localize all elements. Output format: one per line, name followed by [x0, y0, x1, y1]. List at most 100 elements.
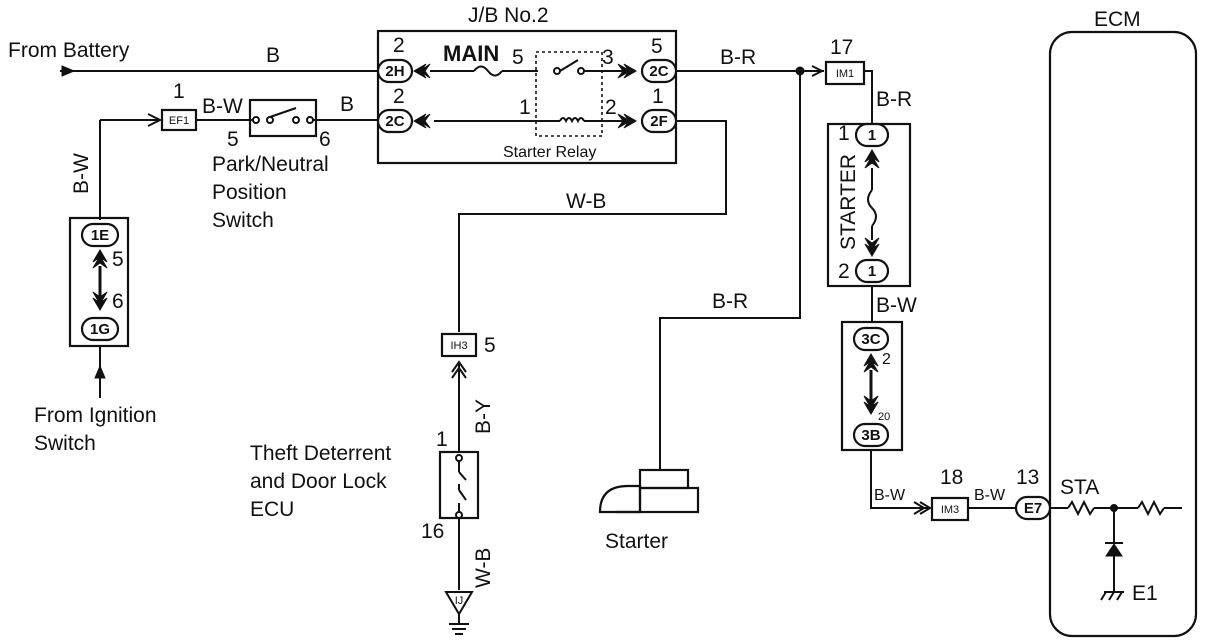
starter-motor-label: Starter: [605, 530, 668, 553]
terminal-2h-icon: [413, 63, 431, 79]
wire-label-br-2c: B-R: [720, 46, 756, 69]
connector-im1-label: IM1: [836, 68, 854, 80]
ground-ij-label: IJ: [455, 595, 464, 607]
connector-2h: [376, 58, 414, 84]
starter-motor-icon: [598, 468, 700, 514]
connector-1g: [80, 316, 120, 342]
theft-label-2: and Door Lock: [250, 470, 387, 493]
pnp-pin-5: 5: [227, 128, 239, 151]
theft-label-1: Theft Deterrent: [250, 442, 391, 465]
pnp-label-3: Switch: [212, 209, 274, 232]
e1-label: E1: [1132, 582, 1158, 605]
connector-3c-label: 3C: [861, 331, 880, 348]
wire-label-br-starter: B-R: [712, 290, 748, 313]
ecm-box: [1048, 30, 1198, 638]
connector-starter-1b-label: 1: [868, 263, 876, 280]
relay-coil-icon: [559, 117, 585, 124]
terminal-1e-icon: [92, 249, 108, 269]
connector-2c-right-label: 2C: [649, 63, 668, 80]
starter-terminal-bottom-icon: [864, 237, 880, 257]
theft-pin-16: 16: [421, 520, 444, 543]
starter-unit-label: STARTER: [837, 154, 860, 250]
wire-label-bw-3b: B-W: [874, 487, 906, 504]
ecm-resistor-2-icon: [1137, 499, 1165, 517]
pnp-switch-contact-icon: [269, 107, 297, 118]
ground-ij-icon: [444, 591, 474, 616]
connector-3b: [852, 422, 890, 448]
starter-fuse-icon: [867, 189, 877, 227]
pin-3c: 2: [882, 351, 891, 368]
jb-title: J/B No.2: [468, 4, 549, 27]
connector-3b-label: 3B: [861, 427, 880, 444]
connector-ih3: [440, 332, 478, 358]
wb-wire: [458, 120, 727, 332]
from-ignition-label-1: From Ignition: [34, 404, 157, 427]
pin-2c-left: 2: [393, 85, 405, 108]
theft-pin-1: 1: [436, 428, 448, 451]
pnp-label-1: Park/Neutral: [212, 153, 329, 176]
connector-starter-1b: [854, 258, 890, 284]
pnp-label-2: Position: [212, 181, 287, 204]
main-fuse-label: MAIN: [443, 41, 499, 66]
pin-2c-right: 5: [651, 35, 663, 58]
wire-label-by: B-Y: [472, 399, 495, 434]
pin-2h: 2: [393, 34, 405, 57]
br-starter-wire: [659, 71, 801, 470]
ignition-arrow-icon: [94, 364, 106, 379]
connector-ih3-label: IH3: [450, 340, 467, 352]
starter-terminal-top-icon: [864, 149, 880, 169]
pin-im3: 18: [940, 466, 963, 489]
theft-label-3: ECU: [250, 498, 294, 521]
pin-ign-6: 6: [112, 290, 124, 313]
relay-pin-1: 1: [519, 96, 531, 119]
wire-label-bw-ign: B-W: [70, 153, 93, 194]
wire-label-br-im1: B-R: [876, 88, 912, 111]
ecm-diode-icon: [1105, 543, 1123, 557]
pnp-pin-6: 6: [319, 128, 331, 151]
terminal-3c-icon: [863, 353, 879, 373]
connector-1g-label: 1G: [90, 321, 110, 338]
starter-pin-1: 1: [838, 122, 850, 145]
pin-e7: 13: [1016, 466, 1039, 489]
park-neutral-switch: [248, 98, 318, 138]
terminal-2c-left-icon: [413, 113, 431, 129]
relay-contact-icon: [559, 59, 579, 72]
from-battery-label: From Battery: [8, 39, 130, 62]
connector-1e-label: 1E: [91, 227, 109, 244]
wire-label-wb-gnd: W-B: [472, 548, 495, 588]
connector-2c-left-label: 2C: [385, 113, 404, 130]
main-fuse-icon: [473, 65, 503, 77]
relay-pin-5: 5: [512, 46, 524, 69]
starter-relay-label: Starter Relay: [503, 144, 596, 161]
pin-2f: 1: [652, 85, 664, 108]
connector-starter-1a-label: 1: [868, 127, 876, 144]
terminal-3b-icon: [863, 395, 879, 415]
terminal-1g-icon: [92, 291, 108, 311]
ecm-resistor-1-icon: [1067, 499, 1095, 517]
wire-label-bw-im3: B-W: [974, 487, 1006, 504]
pin-3b: 20: [878, 411, 890, 423]
wire-label-wb-2f: W-B: [566, 190, 606, 213]
relay-pin-2: 2: [605, 96, 617, 119]
ef1-arrow-icon: [147, 113, 163, 127]
wire-label-bw-ef1: B-W: [202, 95, 243, 118]
pin-ef1: 1: [173, 80, 185, 103]
terminal-2f-icon: [617, 113, 637, 129]
relay-pin-3: 3: [602, 46, 614, 69]
connector-starter-1a: [854, 122, 890, 148]
pin-im1: 17: [830, 36, 853, 59]
ecm-label: ECM: [1094, 8, 1141, 31]
terminal-2c-right-icon: [617, 63, 637, 79]
wire-label-b-battery: B: [266, 44, 280, 67]
connector-2f-label: 2F: [650, 113, 668, 130]
junction-block: [376, 29, 678, 165]
im3-arrow-icon: [913, 501, 932, 515]
wire-label-bw-starter: B-W: [876, 294, 917, 317]
connector-2h-label: 2H: [385, 63, 404, 80]
connector-ef1-label: EF1: [169, 115, 189, 127]
connector-im1: [824, 60, 866, 86]
connector-im3-label: IM3: [941, 504, 959, 516]
from-ignition-label-2: Switch: [34, 432, 96, 455]
pin-ih3: 5: [484, 334, 496, 357]
